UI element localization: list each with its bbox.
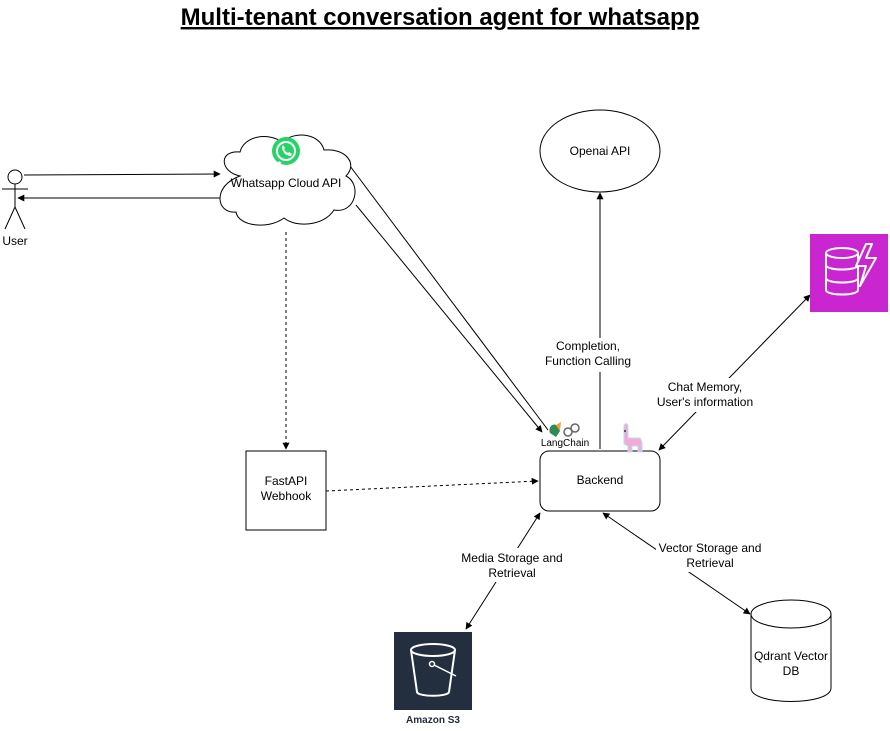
backend-shape [539, 450, 661, 512]
edge-label-openai-line1: Completion, [556, 339, 620, 353]
fastapi-webhook-shape [245, 450, 327, 531]
whatsapp-cloud-node: Whatsapp Cloud API [219, 134, 356, 226]
fastapi-webhook-node: FastAPI Webhook [245, 450, 327, 531]
user-head-icon [7, 169, 23, 185]
edge-user-to-whatsapp [23, 170, 221, 178]
edge-whatsapp-to-backend [355, 204, 543, 433]
edge-label-memory-line2: User's information [657, 395, 753, 409]
amazon-s3-node: Amazon S3 [394, 632, 472, 726]
openai-api-node: Openai API [539, 109, 661, 193]
diagram-title: Multi-tenant conversation agent for what… [181, 4, 700, 31]
qdrant-label-line1: Qdrant Vector [754, 649, 828, 663]
openai-api-label: Openai API [570, 144, 631, 158]
llama-icon [623, 423, 643, 453]
edge-label-vector: Vector Storage and Retrieval [656, 538, 764, 572]
backend-label: Backend [577, 473, 624, 487]
whatsapp-cloud-shape [219, 134, 356, 226]
edge-label-memory: Chat Memory, User's information [652, 378, 760, 412]
edge-label-media: Media Storage and Retrieval [458, 548, 568, 582]
edge-backend-dynamodb [658, 294, 811, 451]
edge-label-vector-line2: Retrieval [686, 556, 733, 570]
qdrant-db-top [750, 599, 832, 629]
whatsapp-cloud-label: Whatsapp Cloud API [231, 176, 342, 190]
qdrant-db-body [750, 614, 832, 702]
qdrant-label-line2: DB [783, 664, 800, 678]
fastapi-label-line1: FastAPI [265, 474, 308, 488]
whatsapp-icon [272, 137, 300, 165]
openai-api-shape [539, 109, 661, 193]
edge-label-openai-line2: Function Calling [545, 354, 631, 368]
user-label: User [2, 234, 27, 248]
langchain-icon: LangChain [541, 422, 589, 449]
dynamodb-icon [810, 234, 888, 312]
dynamodb-node [810, 234, 888, 312]
edge-label-memory-line1: Chat Memory, [668, 380, 742, 394]
edge-backend-to-whatsapp [343, 157, 549, 431]
user-actor: User [2, 169, 28, 248]
qdrant-db-node: Qdrant Vector DB [750, 599, 832, 702]
backend-node: Backend [539, 450, 661, 512]
s3-label: Amazon S3 [406, 715, 460, 726]
langchain-label: LangChain [541, 438, 589, 449]
edge-label-vector-line1: Vector Storage and [659, 541, 762, 555]
edge-label-media-line1: Media Storage and [461, 551, 562, 565]
edge-label-media-line2: Retrieval [488, 566, 535, 580]
edge-fastapi-to-backend [325, 477, 539, 492]
fastapi-label-line2: Webhook [261, 489, 312, 503]
edge-label-openai: Completion, Function Calling [540, 338, 640, 372]
